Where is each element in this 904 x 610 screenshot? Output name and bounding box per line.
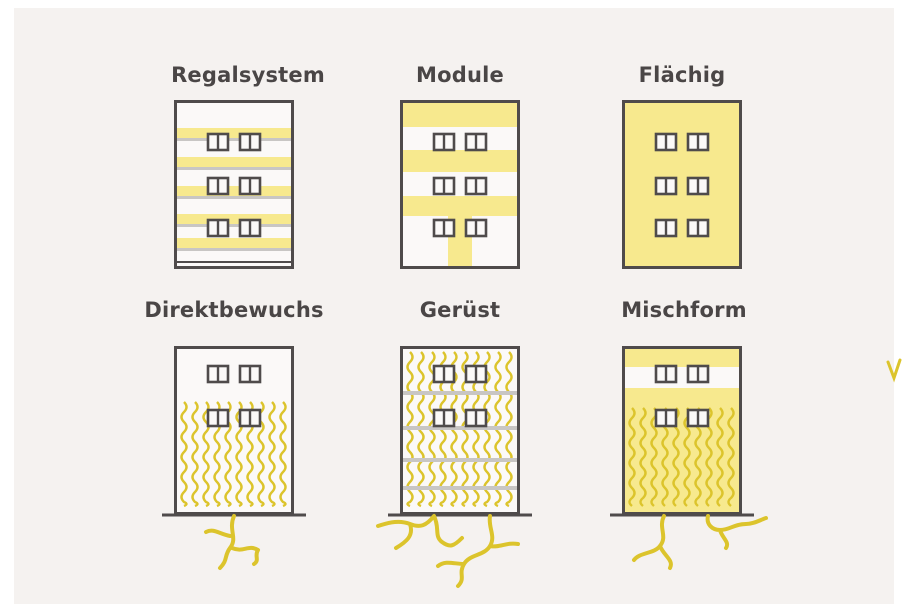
window-icon (464, 218, 488, 238)
vine-icon (450, 351, 458, 508)
window-icon (206, 176, 230, 196)
vine-icon (279, 401, 287, 508)
building-module (400, 100, 520, 270)
window-icon (432, 218, 456, 238)
vine-icon (202, 401, 210, 508)
label-mischform: Mischform (621, 298, 747, 322)
vine-icon (235, 401, 243, 508)
root-icon (204, 514, 260, 570)
green-modules (403, 103, 517, 266)
vine-icon (483, 351, 491, 508)
vine-icon (406, 351, 414, 508)
vine-icon (180, 401, 188, 508)
window-icon-group (206, 132, 262, 238)
vine-icon-group (180, 401, 287, 508)
building-flaechig (622, 100, 742, 270)
window-icon (464, 176, 488, 196)
label-module: Module (416, 63, 504, 87)
window-icon (206, 364, 230, 384)
window-icon (238, 218, 262, 238)
diagram-canvas: Regalsystem Module Flächig Direktbewuchs… (14, 8, 894, 604)
label-geruest: Gerüst (419, 298, 501, 322)
label-direktbewuchs: Direktbewuchs (144, 298, 324, 322)
window-icon (432, 364, 456, 384)
vine-icon (268, 401, 276, 508)
window-icon (432, 408, 456, 428)
label-flaechig: Flächig (638, 63, 726, 87)
window-icon (686, 132, 710, 152)
trellis-rails (403, 391, 517, 490)
window-icon (238, 364, 262, 384)
window-icon-group (432, 132, 488, 238)
window-icon (432, 132, 456, 152)
root-icon (632, 514, 673, 570)
vine-icon-edge (886, 358, 902, 383)
window-icon (238, 176, 262, 196)
vine-icon (639, 407, 647, 507)
vine-icon (505, 351, 513, 508)
window-icon-group (206, 364, 262, 428)
building-regalsystem (174, 100, 294, 270)
window-icon (654, 218, 678, 238)
window-icon (686, 218, 710, 238)
vine-icon (683, 407, 691, 507)
building-geruest (400, 346, 520, 516)
window-icon (206, 132, 230, 152)
window-icon (206, 408, 230, 428)
root-icon (436, 514, 520, 588)
planter-strips (177, 128, 291, 248)
vine-icon (494, 351, 502, 508)
vine-icon (191, 401, 199, 508)
window-icon (464, 132, 488, 152)
building-mischform (622, 346, 742, 516)
window-icon (654, 364, 678, 384)
vine-icon (628, 407, 636, 507)
vine-icon (417, 351, 425, 508)
window-icon (432, 176, 456, 196)
vine-icon (650, 407, 658, 507)
root-icon (376, 514, 464, 550)
window-icon (464, 408, 488, 428)
window-icon (238, 408, 262, 428)
window-icon-group (654, 132, 710, 238)
window-icon (654, 176, 678, 196)
window-icon-group (432, 364, 488, 428)
ground-and-roots (162, 513, 768, 588)
vine-icon (727, 407, 735, 507)
shelf-rails (177, 138, 291, 251)
window-icon (686, 408, 710, 428)
window-icon (238, 132, 262, 152)
window-icon (206, 218, 230, 238)
window-icon (464, 364, 488, 384)
building-direktbewuchs (174, 346, 294, 516)
window-icon (654, 132, 678, 152)
window-icon-group (654, 364, 710, 428)
label-regalsystem: Regalsystem (171, 63, 325, 87)
window-icon (654, 408, 678, 428)
root-icon (705, 514, 768, 550)
window-icon (686, 176, 710, 196)
window-icon (686, 364, 710, 384)
vine-icon (716, 407, 724, 507)
